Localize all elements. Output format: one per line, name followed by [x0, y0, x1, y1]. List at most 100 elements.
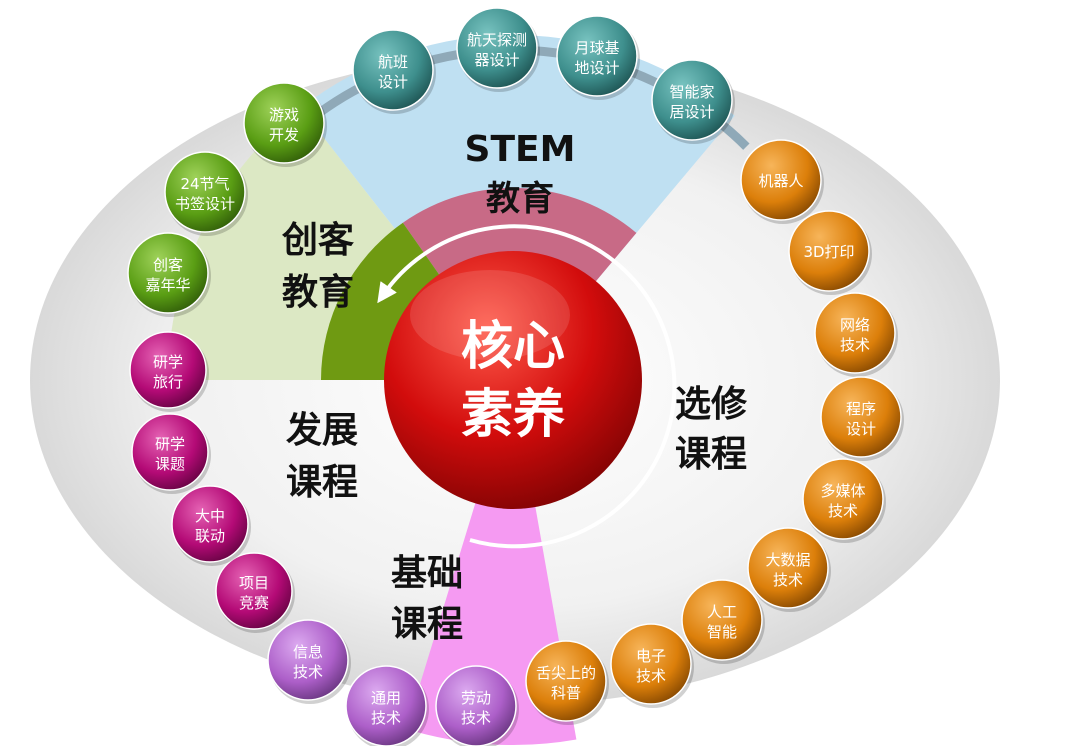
bubble-label-line2: 器设计: [474, 51, 519, 69]
bubble-circle: [267, 619, 349, 701]
bubble-label-line2: 智能: [707, 623, 737, 641]
bubble-label-line2: 技术: [773, 571, 803, 589]
orbit-arrow: [377, 224, 677, 549]
bubble-label-line2: 开发: [269, 126, 299, 144]
bubble-circle: [820, 376, 902, 458]
bubble-label-line1: 网络: [840, 316, 870, 334]
core-highlight: [410, 270, 570, 360]
bubble-label-line1: 游戏: [269, 106, 299, 124]
bubble-label-line1: 研学: [153, 353, 183, 371]
basic-label-line2: 课程: [391, 604, 463, 645]
bubble-circle: [556, 15, 638, 97]
bubble-label-line1: 智能家: [669, 83, 714, 101]
bubble-label-line1: 程序: [846, 400, 876, 418]
development-label-line1: 发展: [286, 410, 358, 451]
bubble-label-line2: 嘉年华: [145, 276, 190, 294]
bubble-circle: [525, 640, 607, 722]
core-circle: [384, 251, 642, 509]
bubble-label-line2: 技术: [371, 709, 401, 727]
bubble-label-line1: 项目: [239, 574, 269, 592]
bubble-circle: [131, 413, 209, 491]
bubble-circle: [243, 82, 325, 164]
bubble-label-line1: 大中: [195, 507, 225, 525]
development-label-line2: 课程: [286, 462, 358, 503]
bubble-circle: [747, 527, 829, 609]
bubble-label-line2: 居设计: [669, 103, 714, 121]
bubble-label-line1: 人工: [707, 603, 737, 621]
bubble-circle: [164, 151, 246, 233]
bubble-circle: [215, 552, 293, 630]
bubble-circle: [740, 139, 822, 221]
bubble-label-line2: 课题: [155, 455, 185, 473]
bubble-group: 航班设计航天探测器设计月球基地设计智能家居设计机器人3D打印网络技术程序设计多媒…: [127, 7, 904, 750]
bubble-label-line1: 航天探测: [467, 31, 527, 49]
bubble-label-line2: 设计: [378, 73, 408, 91]
bubble-label-line1: 航班: [378, 53, 408, 71]
bubble-label-line2: 书签设计: [175, 195, 235, 213]
bubble-circle: [802, 458, 884, 540]
bubble-label-line2: 技术: [461, 709, 491, 727]
bubble-label-line1: 24节气: [180, 175, 229, 193]
elective-label-line1: 选修: [675, 384, 748, 425]
bubble-label-line1: 创客: [153, 256, 183, 274]
bubble-label-line2: 科普: [551, 684, 581, 702]
bubble-label-line1: 机器人: [758, 172, 803, 190]
bubble-label-line2: 竞赛: [239, 594, 269, 612]
bubble-label-line2: 旅行: [153, 373, 183, 391]
bubble-label-line2: 联动: [195, 527, 225, 545]
bubble-circle: [171, 485, 249, 563]
bubble-circle: [681, 579, 763, 661]
core-label-line1: 核心: [461, 317, 565, 377]
bubble-label-line1: 月球基: [574, 39, 619, 57]
bubble-label-line2: 技术: [636, 667, 666, 685]
bubble-label-line1: 信息: [293, 643, 323, 661]
bubble-label-line1: 研学: [155, 435, 185, 453]
maker-label-line2: 教育: [282, 272, 354, 313]
bubble-label-line1: 多媒体: [820, 482, 865, 500]
bubble-label-line2: 技术: [840, 336, 870, 354]
elective-bubble: 机器人: [740, 139, 824, 224]
bubble-circle: [788, 210, 870, 292]
bubble-label-line1: 劳动: [461, 689, 491, 707]
stem-label-line2: 教育: [486, 179, 554, 219]
bubble-label-line1: 3D打印: [803, 243, 854, 261]
elective-label-line2: 课程: [675, 434, 747, 475]
core-label-line2: 素养: [461, 385, 565, 445]
bubble-circle: [814, 292, 896, 374]
bubble-circle: [352, 29, 434, 111]
bubble-circle: [651, 59, 733, 141]
bubble-label-line1: 电子: [636, 647, 666, 665]
bubble-circle: [610, 623, 692, 705]
maker-label-line1: 创客: [282, 220, 354, 261]
bubble-label-line1: 舌尖上的: [536, 664, 596, 682]
elective-bubble: 3D打印: [788, 210, 872, 295]
bubble-circle: [127, 232, 209, 314]
bubble-circle: [129, 331, 207, 409]
bubble-label-line1: 大数据: [765, 551, 810, 569]
bubble-label-line2: 地设计: [574, 59, 619, 77]
stem-label-line1: STEM: [465, 129, 576, 170]
bubble-label-line1: 通用: [371, 689, 401, 707]
basic-label-line1: 基础: [391, 553, 463, 594]
bubble-circle: [456, 7, 538, 89]
bubble-label-line2: 设计: [846, 420, 876, 438]
